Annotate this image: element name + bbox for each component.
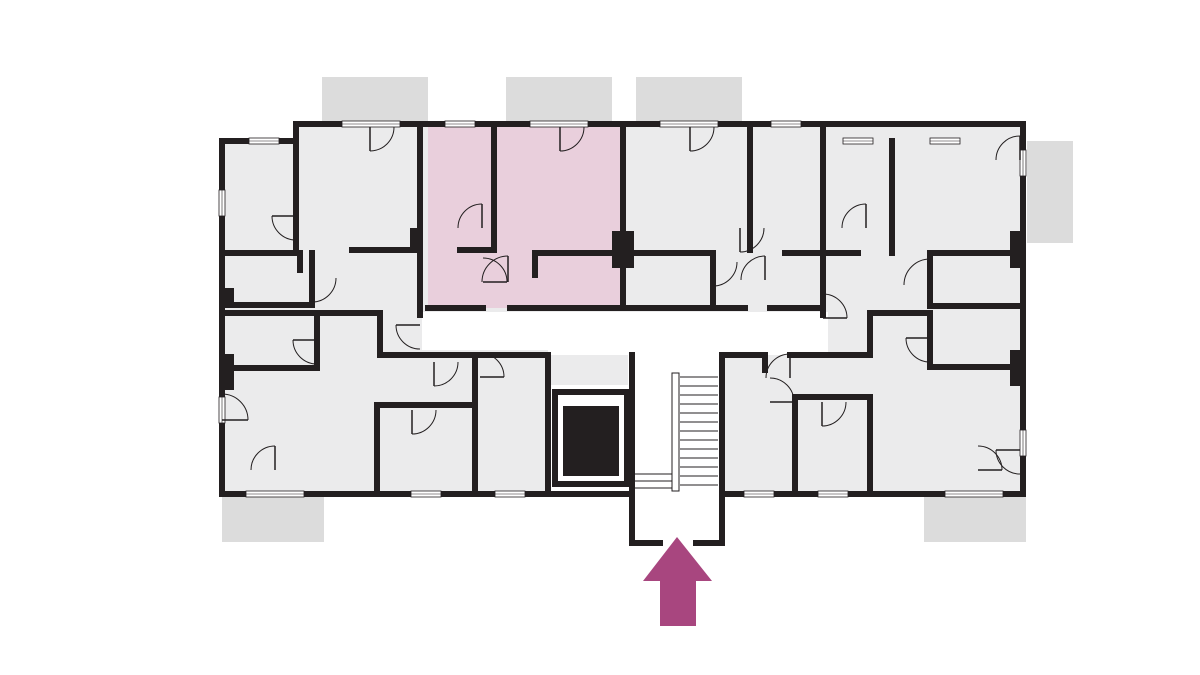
wall-left-7 — [219, 310, 423, 358]
door-swing — [905, 337, 931, 363]
elevator — [552, 389, 630, 487]
door-swing — [433, 361, 459, 387]
door-swing — [740, 255, 766, 281]
elevator-car — [563, 406, 619, 476]
door-swing — [712, 261, 738, 287]
door-swing — [250, 445, 276, 471]
door-swing — [995, 135, 1021, 161]
columns — [222, 228, 1022, 390]
entrance-arrow-shape — [643, 537, 712, 626]
door-swing — [311, 277, 337, 303]
door-swing — [822, 293, 848, 319]
door-swing — [481, 255, 509, 283]
wall-left-4 — [221, 250, 315, 308]
entrance-wall-right — [693, 491, 725, 546]
door-swing — [689, 126, 715, 152]
entrance-wall-left — [629, 491, 663, 546]
balcony-right — [1027, 141, 1073, 243]
door-swing — [903, 258, 931, 286]
column-4 — [222, 288, 234, 308]
door-swing — [271, 215, 297, 241]
windows — [218, 120, 1027, 498]
column-1 — [410, 228, 422, 250]
door-swing — [821, 401, 847, 427]
wall-apt-1 — [457, 121, 497, 253]
door-swing — [292, 339, 318, 365]
door-swing — [479, 352, 505, 378]
balcony-top-left — [322, 77, 428, 123]
door-swing — [482, 257, 508, 283]
door-swing — [411, 409, 437, 435]
column-3 — [1010, 231, 1022, 268]
apartment-selected — [428, 126, 623, 308]
column-5 — [222, 354, 234, 390]
door-swing — [457, 203, 483, 229]
apartment-selected-room-a — [428, 126, 623, 308]
balcony-bottom-right — [924, 496, 1026, 542]
entrance-arrow-icon — [643, 537, 712, 626]
door-swing — [995, 449, 1021, 475]
main-corridor — [422, 312, 828, 540]
wall-left-9 — [417, 352, 551, 497]
door-swing — [369, 126, 395, 152]
door-swing — [221, 393, 249, 421]
door-swing — [769, 377, 795, 403]
door-swing — [841, 203, 867, 229]
door-swing — [765, 353, 791, 379]
stair-rail — [671, 372, 680, 492]
stairs — [634, 372, 718, 492]
balconies — [222, 77, 1073, 542]
balcony-top-center-left — [506, 77, 612, 123]
balcony-bottom-left — [222, 496, 324, 542]
balcony-top-center-right — [636, 77, 742, 123]
wall-right-10 — [792, 394, 873, 497]
door-swing — [739, 227, 765, 253]
column-2 — [612, 231, 634, 268]
door-swing — [395, 324, 421, 350]
wall-center-right-1 — [623, 250, 716, 311]
column-6 — [1010, 350, 1022, 386]
door-swing — [559, 126, 585, 152]
doors — [221, 126, 1021, 475]
wall-right-6 — [825, 310, 1023, 370]
stair-treads — [634, 376, 718, 489]
wall-left-8 — [219, 310, 320, 371]
